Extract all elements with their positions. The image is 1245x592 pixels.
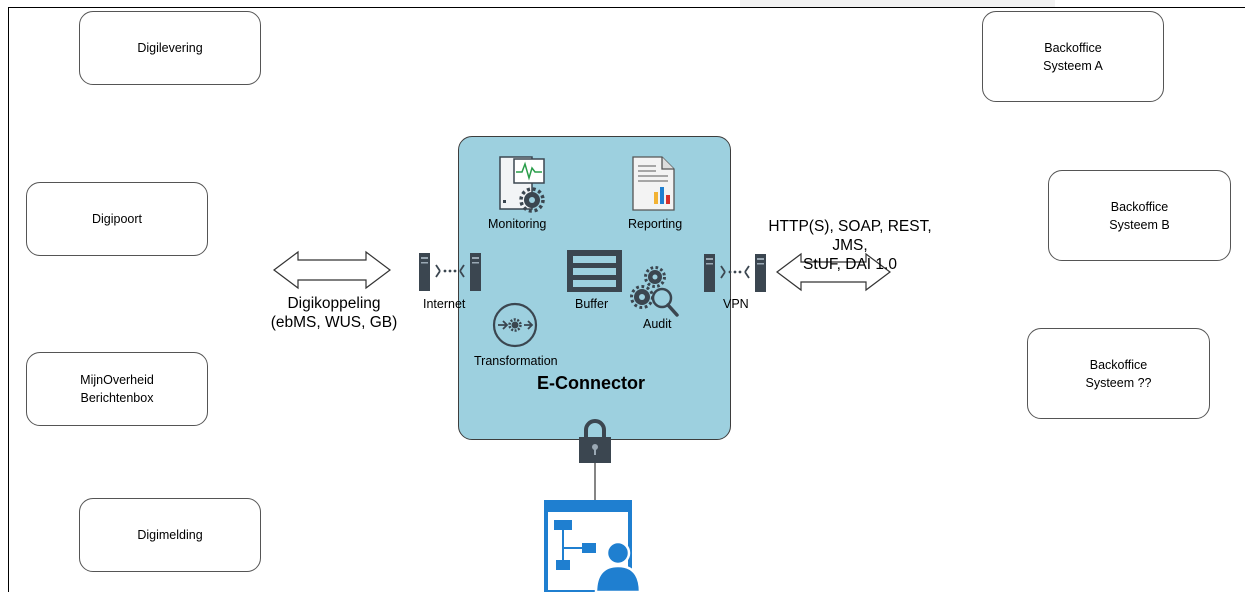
monitoring-label: Monitoring — [488, 217, 547, 231]
audit-label: Audit — [643, 317, 672, 331]
double-arrow-right — [776, 252, 891, 292]
left-protocol-label: Digikoppeling (ebMS, WUS, GB) — [270, 295, 398, 331]
diagram-frame — [8, 7, 1245, 592]
audit-icon — [630, 266, 679, 317]
transformation-label: Transformation — [474, 354, 558, 368]
buffer-icon — [567, 250, 622, 292]
connection-dots-icon — [435, 264, 465, 278]
connection-dots-icon — [720, 265, 750, 279]
system-digilevering: Digilevering — [79, 11, 261, 85]
server-icon — [755, 254, 766, 292]
transformation-icon — [492, 302, 538, 348]
admin-console-icon — [544, 500, 642, 592]
lock-icon — [579, 419, 611, 463]
system-backoffice-unknown: Backoffice Systeem ?? — [1027, 328, 1210, 419]
double-arrow-left — [273, 250, 391, 290]
server-icon — [470, 253, 481, 291]
system-digipoort: Digipoort — [26, 182, 208, 256]
reporting-icon — [632, 156, 675, 211]
vpn-label: VPN — [723, 297, 749, 311]
system-backoffice-b: Backoffice Systeem B — [1048, 170, 1231, 261]
reporting-label: Reporting — [628, 217, 683, 231]
top-shade — [740, 0, 1055, 7]
monitoring-icon — [499, 156, 545, 213]
server-icon — [419, 253, 430, 291]
e-connector-title: E-Connector — [537, 373, 645, 393]
buffer-label: Buffer — [575, 297, 609, 311]
system-mijnoverheid: MijnOverheid Berichtenbox — [26, 352, 208, 426]
system-digimelding: Digimelding — [79, 498, 261, 572]
right-protocol-label: HTTP(S), SOAP, REST, JMS, StUF, DAI 1.0 — [768, 218, 932, 273]
internet-label: Internet — [423, 297, 466, 311]
system-backoffice-a: Backoffice Systeem A — [982, 11, 1164, 102]
server-icon — [704, 254, 715, 292]
